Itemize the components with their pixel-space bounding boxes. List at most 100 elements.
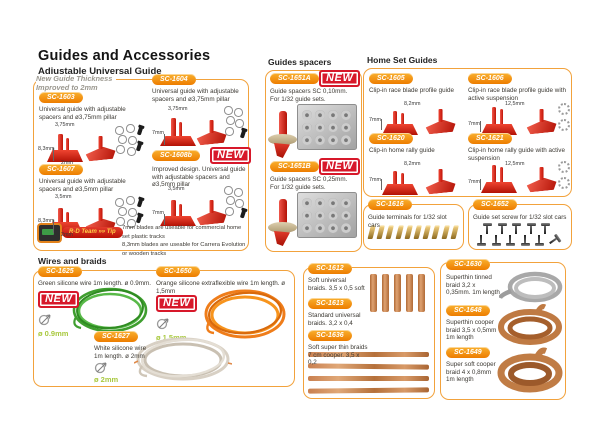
spacer-rings-set [115,124,143,158]
sc-1648-copper-braid-coil [497,303,563,354]
set-screw [547,234,561,248]
sc-1620-photo: 8,2mm 7mm [369,157,463,195]
spacer-ring [118,135,127,144]
sc-1607-code-badge: SC-1607 [39,164,83,175]
spacer-rings-set [115,196,143,230]
page-title: Guides and Accessories [38,48,211,64]
sc-1651b-guide-with-spacer [268,199,298,249]
dim-line [480,179,481,190]
sc-1630-description: Superthin tinned braid 3,2 x 0,35mm. 1m … [446,274,500,297]
sc-1625-green-wire-coil [70,285,150,340]
guide-iso-view [84,130,119,163]
sc-1606-dim-pillar: 12,5mm [505,101,525,107]
guide-pin [401,113,404,125]
guide-pillar [98,208,103,222]
spacer [341,122,351,132]
sc-1621-code-badge: SC-1621 [468,133,512,144]
braid-coils-box: SC-1630 Superthin tinned braid 3,2 x 0,3… [440,259,566,400]
sc-1603-photo: 3,75mm 8,3mm 2mm [38,122,143,166]
guide-pin [401,173,404,185]
sc-1625-diameter-label: ø 0.9mm [38,329,69,338]
sc-1630-code-badge: SC-1630 [446,259,490,270]
spacer [328,135,338,145]
black-screw [136,126,143,136]
spacer-ring [234,108,243,117]
guide-pillar [279,199,287,226]
suspension-spring [558,103,570,115]
guide-front-view [160,192,198,226]
spacer-ring [226,196,235,205]
spacer-ring [234,188,243,197]
copper-braid-strip [308,376,429,381]
sc-1608b-photo: 3,5mm 7mm [152,186,246,228]
spacer-ring [126,196,135,205]
sc-1649-description: Super soft cooper braid 4 x 0,8mm 1m len… [446,361,496,384]
spacer-disc [268,134,297,145]
copper-braid-strip [370,274,377,312]
spacer-ring [224,106,233,115]
spacer [328,210,338,220]
section-title-adjustable-universal-guide: Adjustable Universal Guide [38,66,162,77]
guide-front-view [160,112,198,146]
sc-1648-code-badge: SC-1648 [446,305,490,316]
guide-front-view [481,101,519,135]
adjustable-universal-guide-box: New Guide Thickness Improved to 2mm SC-1… [33,74,252,257]
sc-1625-code-badge: SC-1625 [38,266,82,277]
sc-1606-dim-height: 7mm [468,121,480,127]
spacer-ring [224,186,233,195]
dim-line [164,134,165,145]
sc-1651a-spacer-plate [297,104,357,150]
guide-set-screw-box: SC-1652 Guide set screw for 1/32 slot ca… [468,199,572,250]
spacer [302,110,312,120]
suspension-spring [558,161,570,173]
spacer [302,223,312,233]
sc-1636-code-badge: SC-1636 [308,330,352,341]
sc-1627-description: White silicone wire 1m length. ø 2mm [94,345,147,360]
wire-diameter-icon [156,317,171,335]
spacer [341,135,351,145]
tip-text: 7mm blades are useable for commercial ho… [122,224,246,259]
sc-1604-description: Universal guide with adjustable spacers … [152,88,239,103]
guide-blade [274,231,290,246]
guide-pin [66,138,69,152]
guide-pillar [393,111,397,125]
set-screw [483,223,492,234]
sc-1625-description: Green silicone wire 1m length. ø 0.9mm. [38,280,152,287]
section-title-home-set-guides: Home Set Guides [367,55,438,65]
sc-1606-code-badge: SC-1606 [468,73,512,84]
note-new-thickness: New Guide Thickness Improved to 2mm [36,74,117,95]
sc-1608b-dim-height: 7mm [152,210,164,216]
sc-1606-photo: 12,5mm 7mm [468,101,570,135]
note-line-1: New Guide Thickness [36,74,113,83]
sc-1605-description: Clip-in race blade profile guide [369,87,455,94]
dim-line [53,220,54,233]
sc-1651a-guide-with-spacer [268,111,298,161]
spacer [302,210,312,220]
guide-pillar [171,200,176,216]
sc-1613-code-badge: SC-1613 [308,298,352,309]
sc-1649-code-badge: SC-1649 [446,347,490,358]
guide-iso-view [424,103,459,136]
guide-pillar [539,167,544,181]
sc-1651a-new-badge: NEW [319,70,361,87]
spacer [328,198,338,208]
guide-pin [179,122,182,136]
sc-1652-code-badge: SC-1652 [473,199,517,210]
dim-line [53,148,54,161]
sc-1649-copper-braid-coil [497,347,563,400]
guide-pillar [279,111,287,138]
spacer [315,198,325,208]
sc-1651a-code-badge: SC-1651A [270,73,319,84]
sc-1605-photo: 8,2mm 7mm [369,97,463,136]
sc-1650-diameter-label: ø 1.5mm [156,333,187,342]
guide-pillar [98,136,103,150]
spacer-ring [118,207,127,216]
wire-diameter-icon [38,313,53,331]
set-screw [526,223,536,234]
sc-1627-code-badge: SC-1627 [94,331,138,342]
sc-1620-dim-pillar: 8,2mm [404,161,421,167]
note-line-2: Improved to 2mm [36,83,98,93]
sc-1627-white-wire-coil [133,335,233,388]
spacer [341,110,351,120]
guides-spacers-box: SC-1651A NEW Guide spacers SC 0,10mm. Fo… [265,70,362,252]
